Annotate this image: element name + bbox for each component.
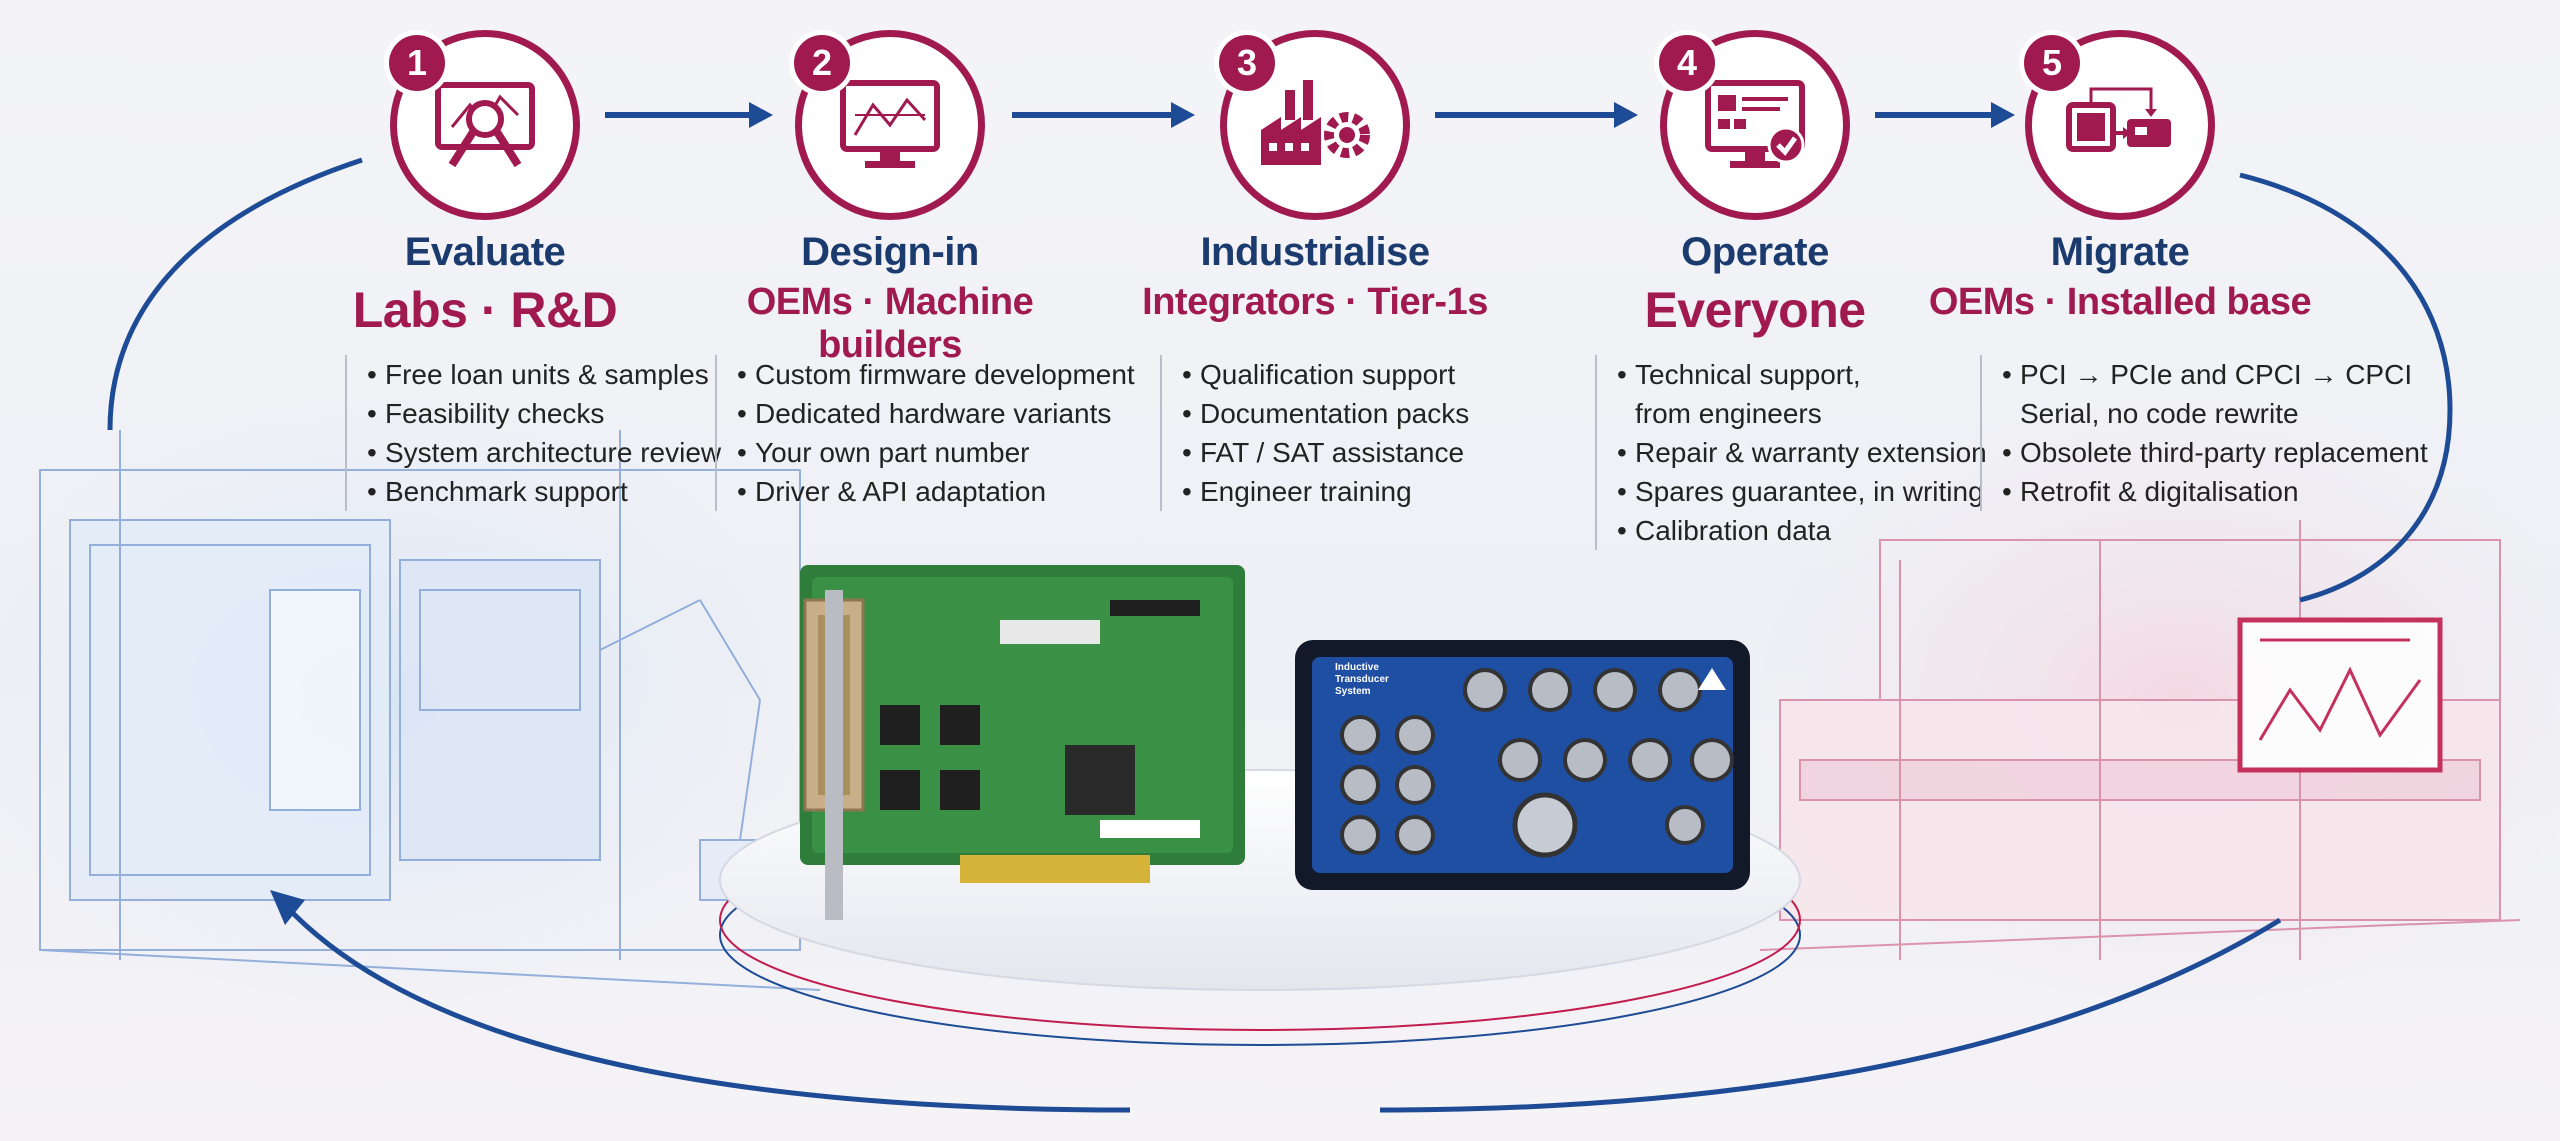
left-machine-illustration — [39, 430, 821, 991]
bullet-item: PCI → PCIe and CPCI → CPCI — [2002, 355, 2428, 394]
stage-audience: Labs · R&D — [352, 282, 618, 338]
bullet-item: Dedicated hardware variants — [737, 394, 1135, 433]
monitor-magnifier-icon — [435, 82, 535, 168]
stage-icon-circle: 1 — [389, 30, 580, 220]
bullet-item: Calibration data — [1617, 511, 1987, 550]
bullet-item: Free loan units & samples — [367, 355, 721, 394]
bullet-item: Documentation packs — [1182, 394, 1469, 433]
stage-bullets-industrialise: Qualification support Documentation pack… — [1160, 355, 1469, 511]
bullet-item: Spares guarantee, in writing — [1617, 472, 1987, 511]
stage-migrate: 5 Migrate OEMs · Installed base — [1900, 30, 2340, 324]
monitor-check-icon — [1705, 80, 1805, 168]
stage-audience: OEMs · Installed base — [1928, 281, 2312, 323]
flow-arrow-3-4 — [1435, 102, 1638, 128]
factory-gear-icon — [1261, 80, 1370, 165]
stage-design-in: 2 Design-in OEMs · Machine builders — [670, 30, 1110, 367]
bullet-item: Driver & API adaptation — [737, 472, 1135, 511]
card-migration-icon — [2066, 87, 2171, 152]
bullet-item: Custom firmware development — [737, 355, 1135, 394]
stage-bullets-evaluate: Free loan units & samples Feasibility ch… — [345, 355, 721, 511]
bullet-item: System architecture review — [367, 433, 721, 472]
stage-number-badge: 1 — [389, 35, 445, 91]
bullet-item: Benchmark support — [367, 472, 721, 511]
stage-operate: 4 Operate Everyone — [1535, 30, 1975, 339]
stage-icon-circle: 5 — [2024, 30, 2215, 220]
stage-number-badge: 4 — [1659, 35, 1715, 91]
bullet-item: Retrofit & digitalisation — [2002, 472, 2428, 511]
bullet-item-continued: Serial, no code rewrite — [2020, 398, 2299, 429]
bullet-item: Obsolete third-party replacement — [2002, 433, 2428, 472]
stage-industrialise: 3 Industrialise Integrators · Tier-1s — [1095, 30, 1535, 324]
bullet-item: Your own part number — [737, 433, 1135, 472]
bullet-item: Repair & warranty extension — [1617, 433, 1987, 472]
bullet-item: Technical support, — [1617, 355, 1987, 394]
bullet-item-continued: from engineers — [1635, 398, 1822, 429]
right-machine-illustration — [1759, 520, 2521, 960]
bullet-item: Feasibility checks — [367, 394, 721, 433]
stage-title: Design-in — [801, 230, 979, 274]
stage-icon-circle: 2 — [794, 30, 985, 220]
bullet-item: Qualification support — [1182, 355, 1469, 394]
design-monitor-icon — [840, 80, 940, 168]
stage-icon-circle: 4 — [1659, 30, 1850, 220]
stage-title: Migrate — [2050, 230, 2190, 274]
pcie-card-image — [800, 565, 1245, 920]
module-label: Inductive Transducer System — [1335, 662, 1389, 697]
stage-number-badge: 3 — [1219, 35, 1275, 91]
stage-title: Operate — [1681, 230, 1829, 274]
transducer-module-image — [1295, 640, 1750, 890]
stage-number-badge: 5 — [2024, 35, 2080, 91]
loop-arrowhead — [270, 890, 305, 925]
bullet-item: Engineer training — [1182, 472, 1469, 511]
stage-icon-circle: 3 — [1219, 30, 1410, 220]
stage-bullets-design-in: Custom firmware development Dedicated ha… — [715, 355, 1135, 511]
stage-evaluate: 1 Evaluate Labs · R&D — [265, 30, 705, 339]
lifecycle-loop-arrow — [107, 157, 2453, 1113]
stage-number-badge: 2 — [794, 35, 850, 91]
stage-audience: Everyone — [1644, 282, 1866, 338]
flow-arrow-2-3 — [1012, 102, 1195, 128]
flow-arrow-1-2 — [605, 102, 773, 128]
stage-bullets-migrate: PCI → PCIe and CPCI → CPCI Serial, no co… — [1980, 355, 2428, 511]
stage-bullets-operate: Technical support, from engineers Repair… — [1595, 355, 1987, 550]
stage-title: Industrialise — [1200, 230, 1430, 274]
stage-audience: Integrators · Tier-1s — [1142, 281, 1488, 323]
bullet-item: FAT / SAT assistance — [1182, 433, 1469, 472]
stage-title: Evaluate — [404, 230, 566, 274]
flow-arrow-4-5 — [1875, 102, 2015, 128]
